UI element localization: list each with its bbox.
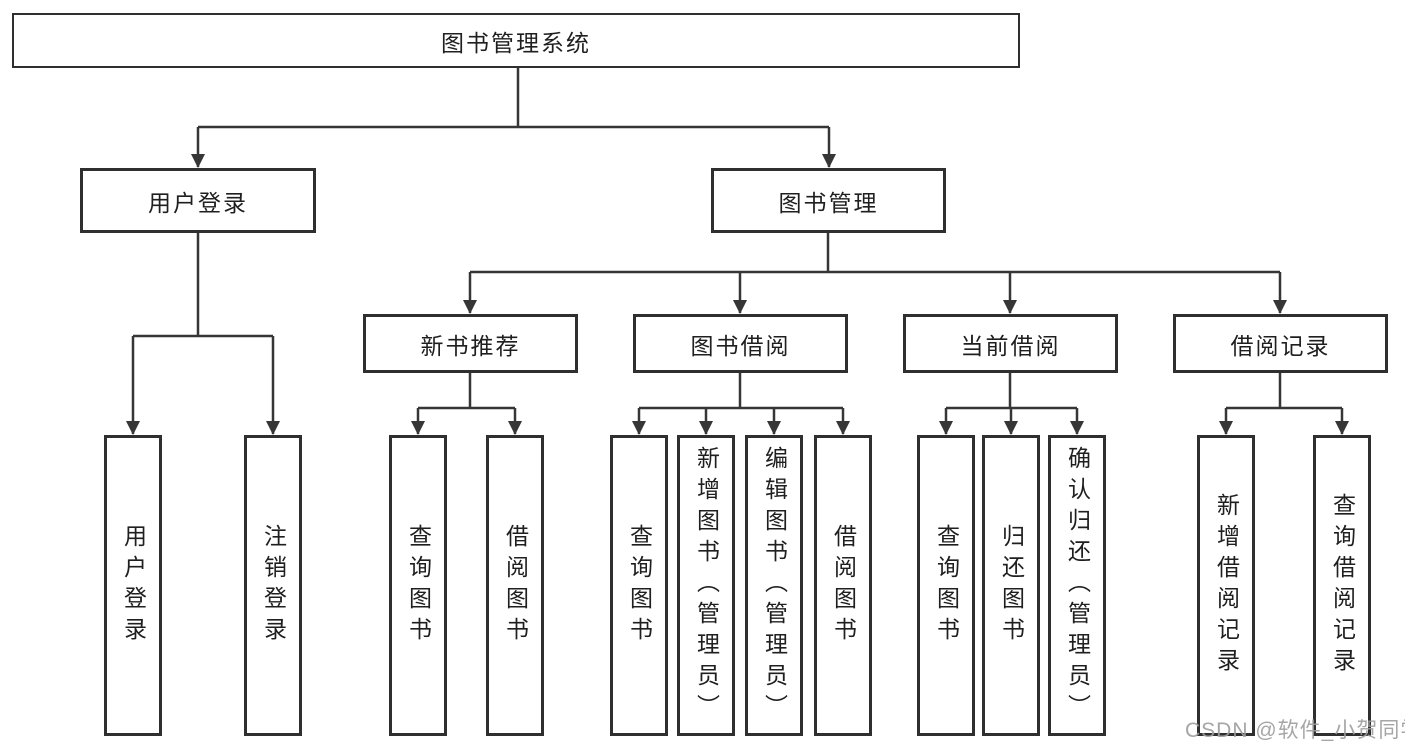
node-new-book-recommend: 新书推荐 bbox=[363, 314, 578, 373]
node-borrow-books: 借阅图书 bbox=[814, 435, 872, 736]
node-label: 借阅图书 bbox=[830, 523, 857, 648]
node-add-books-admin: 新增图书（管理员） bbox=[677, 435, 735, 736]
node-label: 新增借阅记录 bbox=[1213, 492, 1240, 679]
node-borrow-records: 借阅记录 bbox=[1173, 314, 1388, 373]
node-label: 用户登录 bbox=[120, 523, 147, 648]
node-label: 当前借阅 bbox=[960, 332, 1061, 359]
node-query-borrow-record: 查询借阅记录 bbox=[1313, 435, 1371, 736]
node-label: 借阅记录 bbox=[1230, 332, 1331, 359]
node-label: 查询图书 bbox=[405, 523, 432, 648]
node-label: 用户登录 bbox=[148, 189, 248, 216]
node-label: 图书借阅 bbox=[690, 332, 791, 359]
node-label: 归还图书 bbox=[998, 523, 1025, 648]
node-logout: 注销登录 bbox=[244, 435, 302, 736]
node-user-login: 用户登录 bbox=[80, 168, 316, 233]
node-query-books: 查询图书 bbox=[917, 435, 975, 736]
node-current-borrow: 当前借阅 bbox=[903, 314, 1118, 373]
node-label: 查询图书 bbox=[933, 523, 960, 648]
node-add-borrow-record: 新增借阅记录 bbox=[1197, 435, 1255, 736]
node-book-borrow: 图书借阅 bbox=[633, 314, 848, 373]
node-book-management: 图书管理 bbox=[711, 168, 946, 233]
node-label: 查询借阅记录 bbox=[1329, 492, 1356, 679]
node-label: 注销登录 bbox=[260, 523, 287, 648]
node-label: 查询图书 bbox=[626, 523, 653, 648]
node-label: 图书管理 bbox=[778, 189, 879, 216]
node-query-books: 查询图书 bbox=[610, 435, 668, 736]
node-label: 借阅图书 bbox=[502, 523, 529, 648]
node-borrow-books: 借阅图书 bbox=[486, 435, 544, 736]
node-user-login-leaf: 用户登录 bbox=[104, 435, 162, 736]
node-label: 图书管理系统 bbox=[441, 29, 591, 56]
node-edit-books-admin: 编辑图书（管理员） bbox=[745, 435, 803, 736]
node-label: 编辑图书（管理员） bbox=[761, 446, 788, 725]
node-confirm-return-admin: 确认归还（管理员） bbox=[1048, 435, 1106, 736]
node-label: 确认归还（管理员） bbox=[1064, 446, 1091, 725]
csdn-watermark: CSDN @软件_小贺同学 bbox=[1185, 719, 1405, 742]
node-query-books: 查询图书 bbox=[389, 435, 447, 736]
node-label: 新增图书（管理员） bbox=[693, 446, 720, 725]
node-library-management-system: 图书管理系统 bbox=[12, 13, 1020, 68]
node-return-books: 归还图书 bbox=[982, 435, 1040, 736]
node-label: 新书推荐 bbox=[420, 332, 521, 359]
